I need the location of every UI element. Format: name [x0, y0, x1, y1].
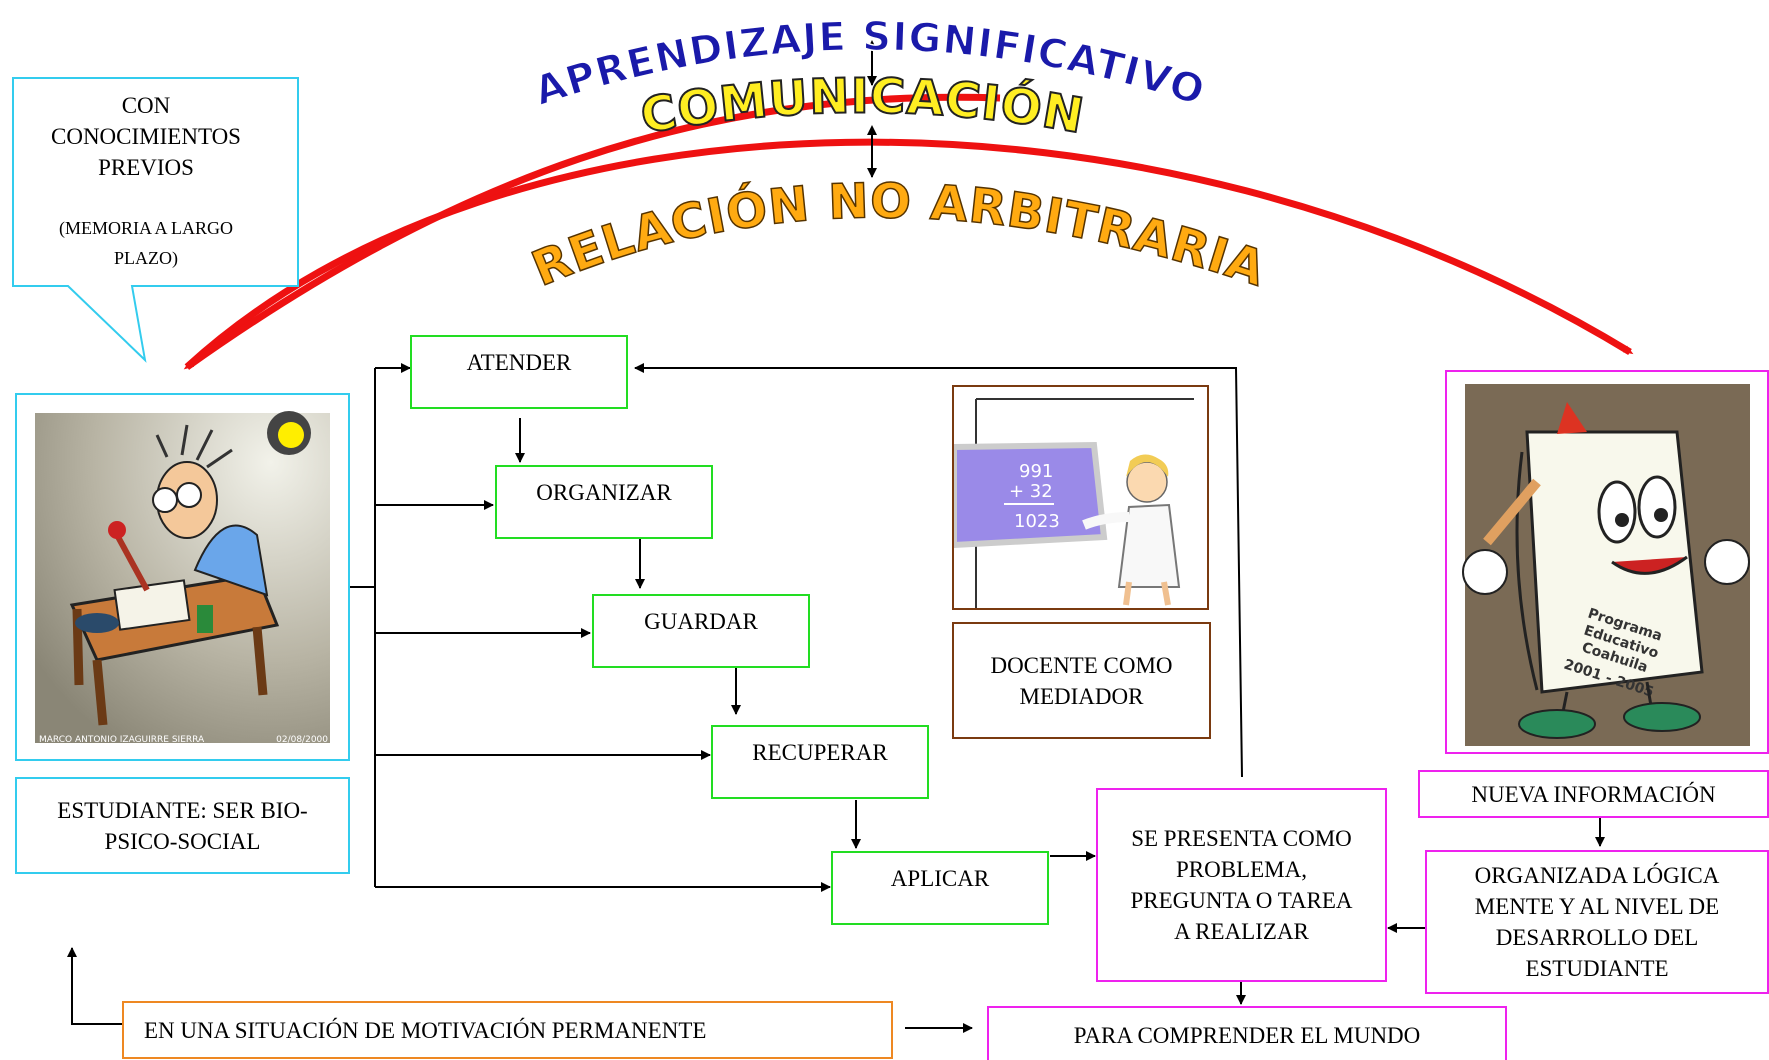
relation-arc-left [183, 93, 1001, 370]
book-mascot-illustration-icon: Programa Educativo Coahuila 2001 - 2005 [1462, 384, 1750, 746]
arrow-motivacion-estudiante [67, 947, 122, 1025]
board-number-top: 991 [1019, 461, 1053, 482]
mundo-text: PARA COMPRENDER EL MUNDO [1073, 1022, 1421, 1048]
board-number-plus: + 32 [1009, 481, 1053, 502]
student-label-text: ESTUDIANTE: SER BIO-PSICO-SOCIAL [57, 797, 308, 854]
problema-text: SE PRESENTA COMO PROBLEMA, PREGUNTA O TA… [1130, 826, 1353, 944]
step-recuperar-text: RECUPERAR [752, 740, 888, 765]
step-aplicar-text: APLICAR [890, 866, 990, 891]
step-organizar-text: ORGANIZAR [536, 480, 672, 505]
step-guardar-text: GUARDAR [644, 609, 758, 634]
step-atender: ATENDER [410, 335, 628, 409]
callout-bubble [12, 77, 299, 363]
motivacion-box: EN UNA SITUACIÓN DE MOTIVACIÓN PERMANENT… [122, 1001, 893, 1059]
student-label: ESTUDIANTE: SER BIO-PSICO-SOCIAL [15, 777, 350, 874]
step-guardar: GUARDAR [592, 594, 810, 668]
student-date: 02/08/2000 [276, 735, 328, 745]
mundo-box: PARA COMPRENDER EL MUNDO [987, 1006, 1507, 1060]
book-picture-frame: Programa Educativo Coahuila 2001 - 2005 [1445, 370, 1769, 754]
teacher-at-blackboard-illustration-icon: 991 + 32 1023 [954, 398, 1194, 608]
student-picture-frame: MARCO ANTONIO IZAGUIRRE SIERRA 02/08/200… [15, 393, 350, 761]
motivacion-text: EN UNA SITUACIÓN DE MOTIVACIÓN PERMANENT… [144, 1017, 707, 1043]
step-organizar: ORGANIZAR [495, 465, 713, 539]
organizada-box: ORGANIZADA LÓGICA MENTE Y AL NIVEL DE DE… [1425, 850, 1769, 994]
step-atender-text: ATENDER [466, 350, 572, 375]
board-number-result: 1023 [1014, 511, 1060, 532]
callout-text: CON CONOCIMIENTOS PREVIOS [51, 93, 241, 180]
nueva-informacion-label: NUEVA INFORMACIÓN [1418, 770, 1769, 818]
callout-subtext: (MEMORIA A LARGO PLAZO) [58, 218, 233, 268]
teacher-label: DOCENTE COMO MEDIADOR [952, 622, 1211, 739]
teacher-picture-frame: 991 + 32 1023 [952, 385, 1209, 610]
step-recuperar: RECUPERAR [711, 725, 929, 799]
teacher-label-text: DOCENTE COMO MEDIADOR [990, 652, 1173, 709]
title-comunicacion: COMUNICACIÓN [637, 68, 1089, 144]
title-relacion: RELACIÓN NO ARBITRARIA [524, 173, 1272, 297]
step-aplicar: APLICAR [831, 851, 1049, 925]
organizada-text: ORGANIZADA LÓGICA MENTE Y AL NIVEL DE DE… [1474, 863, 1720, 981]
student-at-desk-illustration-icon [35, 411, 330, 743]
problema-box: SE PRESENTA COMO PROBLEMA, PREGUNTA O TA… [1096, 788, 1387, 982]
feedback-loop-arrow [634, 363, 1243, 778]
nueva-informacion-text: NUEVA INFORMACIÓN [1471, 781, 1716, 807]
relation-arc-right [184, 138, 1634, 370]
student-signature: MARCO ANTONIO IZAGUIRRE SIERRA [39, 735, 205, 745]
